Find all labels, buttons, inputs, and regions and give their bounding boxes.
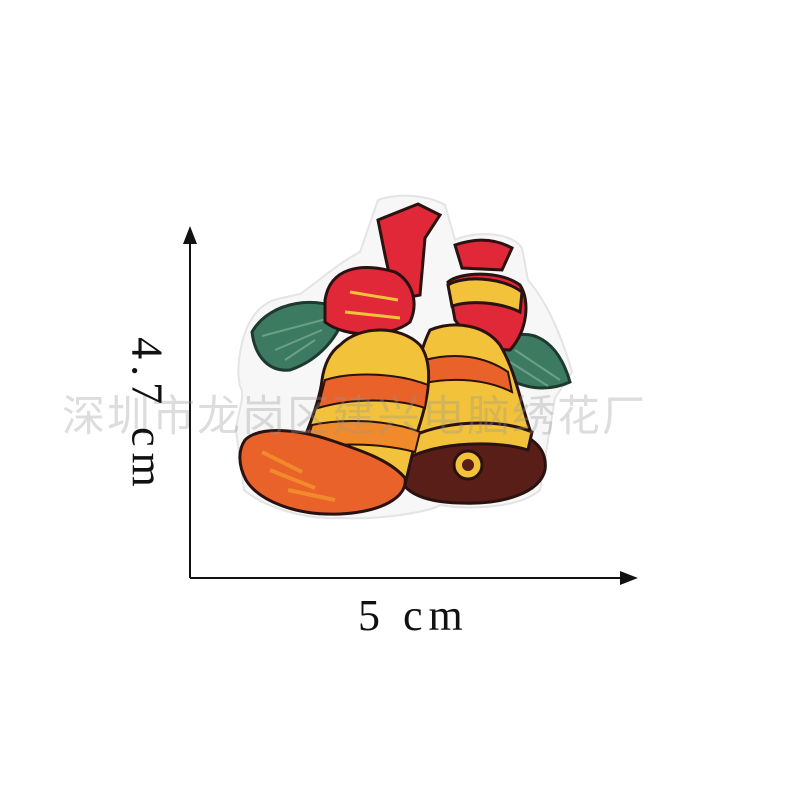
left-bell-rim (238, 429, 407, 516)
ribbon-loop-right (453, 238, 514, 272)
vertical-axis-arrowhead (183, 226, 197, 244)
ribbon-loop-left (323, 266, 416, 336)
height-dimension-label: 4.7 cm (122, 337, 172, 493)
watermark-text: 深圳市龙岗区建兴电脑绣花厂 (62, 392, 647, 442)
horizontal-axis-arrowhead (620, 571, 638, 585)
width-dimension-label: 5 cm (358, 591, 469, 640)
ribbon-fold-yellow (446, 277, 524, 315)
